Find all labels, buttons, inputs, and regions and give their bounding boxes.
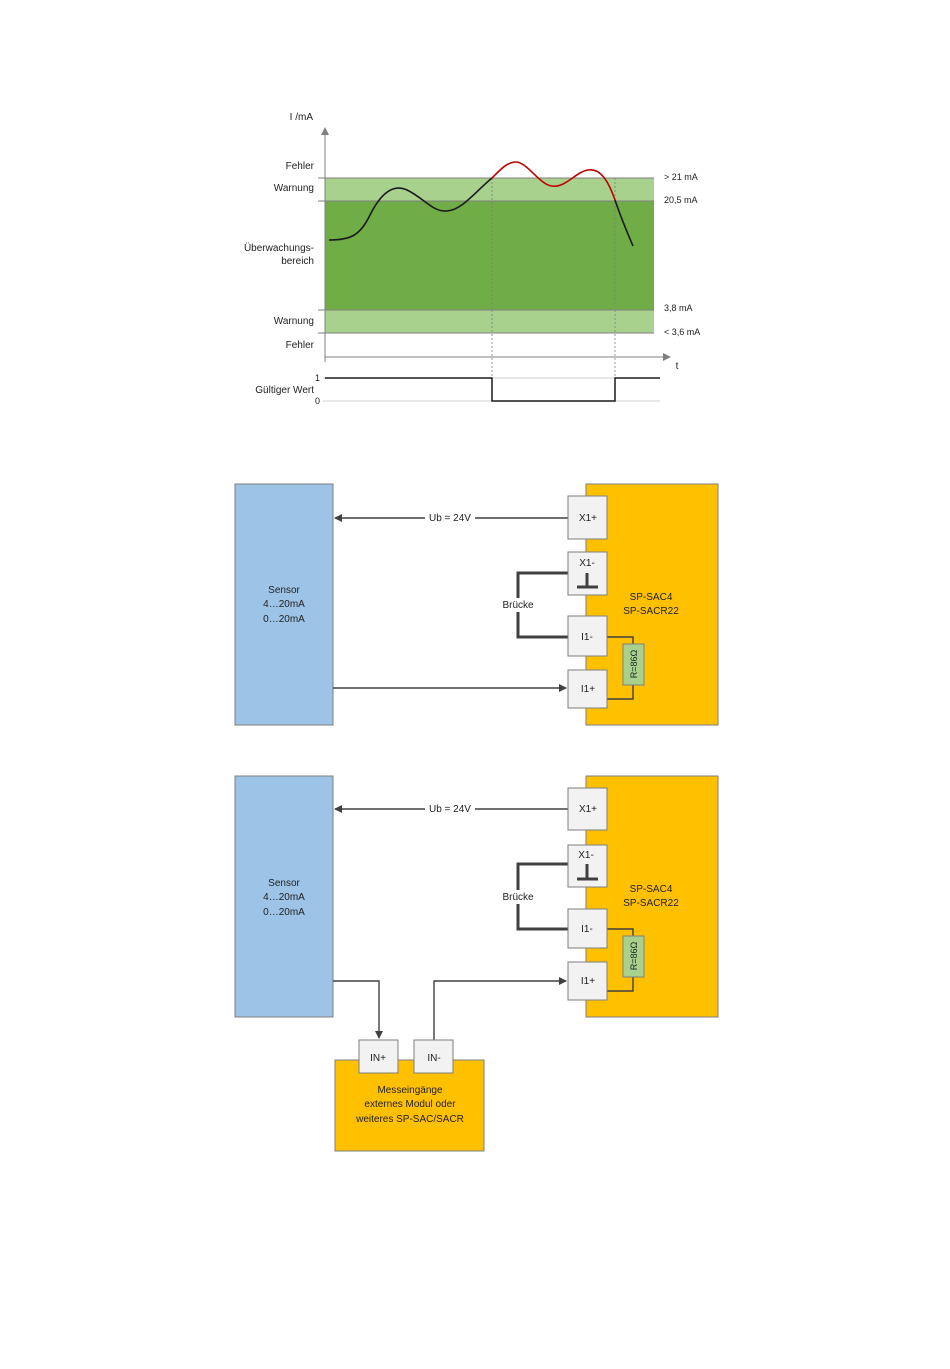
terminal-i1-plus-label: I1+ — [581, 684, 595, 695]
terminal-i1-minus-label: I1- — [581, 632, 593, 643]
zone-label-fehler-bottom: Fehler — [286, 340, 315, 351]
module-title-2: SP-SACR22 — [623, 898, 679, 909]
wiring-diagram-1: Sensor 4…20mA 0…20mA SP-SAC4 SP-SACR22 U… — [234, 483, 719, 726]
external-module-title-3: weiteres SP-SAC/SACR — [355, 1114, 464, 1125]
resistor — [622, 935, 645, 978]
bridge-label-bg — [496, 890, 540, 904]
resistor-label: R=86Ω — [629, 649, 639, 678]
terminal-in-plus — [358, 1039, 399, 1074]
timing-chart: I /mA t Fehler Warnung Überwachungs- ber… — [244, 112, 700, 406]
threshold-label-2: 20,5 mA — [664, 195, 698, 205]
module-title-1: SP-SAC4 — [630, 884, 673, 895]
zone-label-monitoring-1: Überwachungs- — [244, 242, 314, 254]
in-minus-to-i1-plus-wire — [433, 977, 567, 1040]
sensor-title: Sensor — [268, 878, 300, 889]
terminal-i1-plus-label: I1+ — [581, 976, 595, 987]
sensor-to-in-plus-wire — [333, 980, 383, 1039]
module-box — [585, 775, 719, 1018]
valid-level-1-label: 1 — [315, 373, 320, 383]
signal-curve-error — [491, 161, 616, 201]
wiring-diagram-2: Sensor 4…20mA 0…20mA SP-SAC4 SP-SACR22 U… — [234, 775, 719, 1152]
x-axis-label: t — [676, 361, 679, 372]
bridge-label: Brücke — [502, 600, 534, 611]
warning-zone-top — [325, 178, 654, 201]
terminal-i1-minus — [567, 615, 608, 657]
resistor-wire-bottom — [607, 685, 634, 700]
terminal-i1-minus — [567, 908, 608, 949]
threshold-lines — [318, 177, 654, 334]
terminal-in-minus — [413, 1039, 454, 1074]
valid-signal-trace — [325, 377, 660, 402]
threshold-label-4: < 3,6 mA — [664, 327, 700, 337]
external-module-title-2: externes Modul oder — [364, 1099, 456, 1110]
module-box — [585, 483, 719, 726]
resistor — [622, 643, 645, 686]
terminal-i1-plus — [567, 961, 608, 1001]
terminal-in-minus-label: IN- — [427, 1053, 440, 1064]
terminal-i1-plus — [567, 669, 608, 709]
terminal-i1-minus-label: I1- — [581, 924, 593, 935]
module-title-1: SP-SAC4 — [630, 592, 673, 603]
threshold-label-1: > 21 mA — [664, 172, 698, 182]
signal-curve-recovery — [614, 199, 634, 247]
warning-zone-bottom — [325, 310, 654, 333]
resistor-label: R=86Ω — [629, 941, 639, 970]
sensor-range-1: 4…20mA — [263, 599, 305, 610]
terminal-x1-plus — [567, 495, 608, 540]
terminal-x1-minus-label: X1- — [578, 850, 594, 861]
terminal-x1-plus-label: X1+ — [579, 513, 597, 524]
bridge-label-bg — [496, 598, 540, 612]
valid-signal-label: Gültiger Wert — [255, 385, 314, 396]
monitoring-zone — [325, 201, 654, 310]
supply-label: Ub = 24V — [429, 513, 471, 524]
sensor-box — [234, 775, 334, 1018]
ground-icon — [577, 864, 598, 881]
sensor-title: Sensor — [268, 585, 300, 596]
sensor-range-2: 0…20mA — [263, 614, 305, 625]
bridge-label: Brücke — [502, 892, 534, 903]
zone-label-warnung-top: Warnung — [274, 183, 314, 194]
signal-curve-normal — [328, 177, 493, 241]
y-axis-label: I /mA — [290, 112, 314, 123]
supply-label: Ub = 24V — [429, 804, 471, 815]
terminal-x1-plus-label: X1+ — [579, 804, 597, 815]
external-module-box — [334, 1059, 485, 1152]
terminal-in-plus-label: IN+ — [370, 1053, 386, 1064]
valid-level-0-label: 0 — [315, 396, 320, 406]
threshold-label-3: 3,8 mA — [664, 303, 693, 313]
supply-label-bg — [425, 802, 475, 816]
sensor-range-1: 4…20mA — [263, 892, 305, 903]
terminal-x1-plus — [567, 787, 608, 831]
ground-icon — [577, 573, 598, 589]
sensor-range-2: 0…20mA — [263, 907, 305, 918]
external-module-title-1: Messeingänge — [377, 1085, 442, 1096]
resistor-wire-bottom — [607, 977, 634, 992]
terminal-x1-minus-label: X1- — [579, 558, 595, 569]
module-title-2: SP-SACR22 — [623, 606, 679, 617]
zone-label-fehler-top: Fehler — [286, 161, 315, 172]
zone-label-warnung-bottom: Warnung — [274, 316, 314, 327]
resistor-wire-top — [607, 928, 634, 936]
resistor-wire-top — [607, 636, 634, 644]
sensor-box — [234, 483, 334, 726]
zone-label-monitoring-2: bereich — [281, 256, 314, 267]
supply-label-bg — [425, 511, 475, 525]
